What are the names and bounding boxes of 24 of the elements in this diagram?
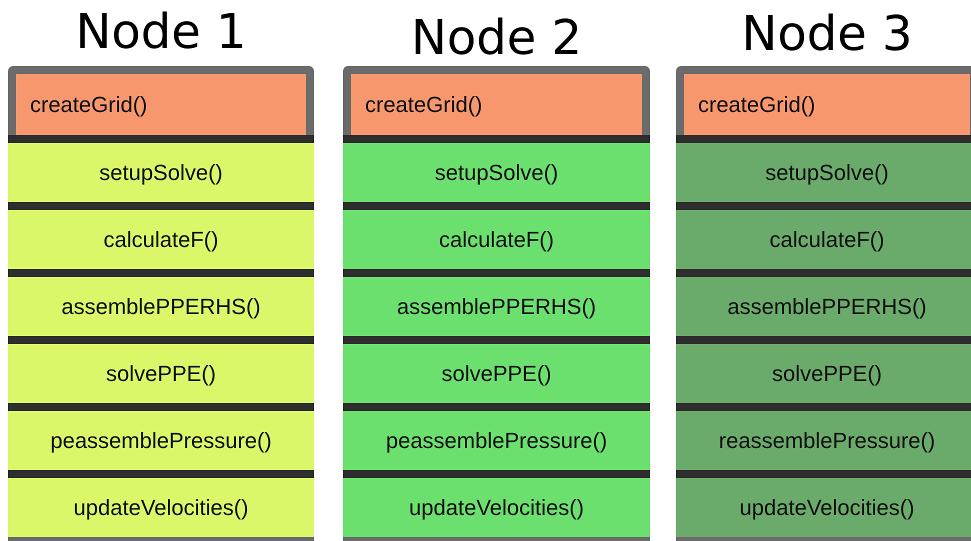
function-block: assemblePPERHS() — [676, 269, 971, 336]
function-block: updateVelocities() — [8, 470, 314, 537]
column-heading: Node 3 — [740, 5, 914, 64]
function-block: solvePPE() — [676, 336, 971, 403]
column-heading: Node 2 — [410, 9, 584, 68]
function-block: peassemblePressure() — [8, 403, 314, 470]
column-heading: Node 1 — [74, 3, 248, 62]
function-block: createGrid() — [684, 74, 970, 135]
function-block: setupSolve() — [8, 135, 314, 202]
function-block: assemblePPERHS() — [343, 269, 650, 336]
function-block: updateVelocities() — [676, 470, 971, 537]
function-block: reassemblePressure() — [676, 403, 971, 470]
function-block: createGrid() — [351, 74, 642, 135]
function-block: solvePPE() — [343, 336, 650, 403]
function-block: setupSolve() — [676, 135, 971, 202]
function-block: calculateF() — [8, 202, 314, 269]
function-block: solvePPE() — [8, 336, 314, 403]
function-block: updateVelocities() — [343, 470, 650, 537]
function-block: setupSolve() — [343, 135, 650, 202]
function-block: calculateF() — [343, 202, 650, 269]
function-block: calculateF() — [676, 202, 971, 269]
function-block: createGrid() — [16, 74, 306, 135]
function-block: peassemblePressure() — [343, 403, 650, 470]
function-block: assemblePPERHS() — [8, 269, 314, 336]
